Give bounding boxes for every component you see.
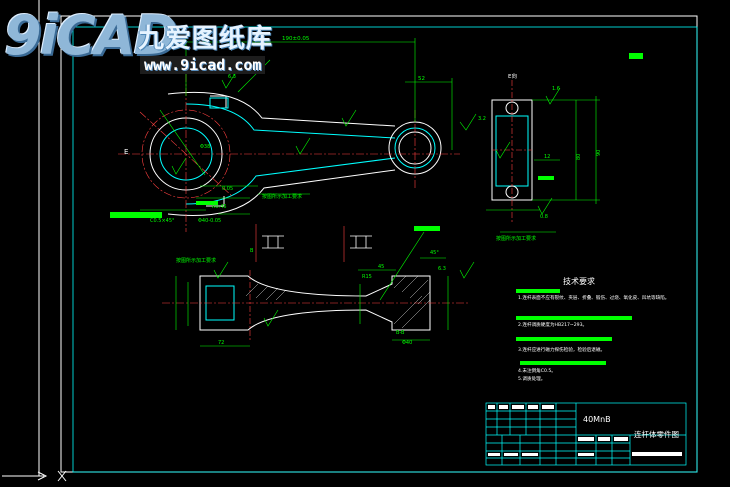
ra-value-b: 3.2 bbox=[478, 116, 486, 122]
dim-bore-dia: Φ38 bbox=[200, 144, 210, 150]
section-marks bbox=[255, 224, 372, 262]
tech-note-2: 2.连杆调质硬度为HB217~293。 bbox=[518, 323, 588, 328]
highlight-bar-2 bbox=[196, 201, 218, 205]
title-block-fills bbox=[488, 405, 682, 456]
highlight-bar-4 bbox=[538, 176, 554, 180]
dim-width-72: 72 bbox=[218, 340, 224, 346]
dim-tol: 0.05 bbox=[222, 186, 233, 192]
ucs-axis-icon bbox=[2, 470, 67, 482]
material-label: 40MnB bbox=[583, 415, 611, 424]
annotation-a: 按图所示加工要求 bbox=[262, 193, 302, 200]
dim-len-40: Φ40 bbox=[402, 340, 412, 346]
ra-value-a: 6.3 bbox=[228, 74, 236, 80]
side-view bbox=[491, 80, 533, 224]
tech-note-1: 1.连杆表面不应有裂纹、夹层、折叠、锻伤、过烧、氧化皮、凹坑等缺陷。 bbox=[518, 296, 670, 301]
label-offset-e: E bbox=[124, 148, 128, 156]
logo-url[interactable]: www.9icad.com bbox=[140, 56, 266, 74]
front-view-centerlines bbox=[118, 60, 460, 232]
dim-rib-r15: R15 bbox=[362, 274, 372, 280]
dim-section-bb: B-B bbox=[396, 330, 405, 336]
highlight-bar-5 bbox=[414, 226, 440, 231]
section-b-label: B bbox=[250, 248, 254, 254]
dim-angle: 45° bbox=[430, 250, 439, 256]
site-logo[interactable]: 9iCAD 九爱图纸库 www.9icad.com bbox=[4, 4, 304, 76]
dim-width-45: 45 bbox=[378, 264, 384, 270]
dim-hole-dia: Φ40-0.05 bbox=[198, 218, 221, 224]
tech-requirements-heading: 技术要求 bbox=[563, 277, 595, 286]
tech-note-3: 3.连杆应进行磁力探伤检验，检验后退磁。 bbox=[518, 348, 606, 353]
ra-value-e: 6.3 bbox=[438, 266, 446, 272]
bottom-view-hatch bbox=[245, 275, 431, 329]
annotation-b: 按图所示加工要求 bbox=[496, 235, 536, 242]
bottom-view-dimensions bbox=[175, 231, 475, 347]
tech-note-4: 4.未注倒角C0.5。 bbox=[518, 369, 556, 374]
dim-top-length: 190±0.05 bbox=[282, 36, 310, 42]
front-view-ra-marks bbox=[171, 71, 477, 175]
highlight-bar-1 bbox=[110, 212, 162, 218]
tech-highlights bbox=[516, 289, 632, 365]
label-view-e: E向 bbox=[508, 72, 517, 80]
dim-bore-width: 52 bbox=[418, 76, 425, 82]
dim-chamfer-b: R0.45 bbox=[212, 204, 227, 210]
drawing-frame bbox=[38, 0, 698, 476]
logo-mark: 9iCAD bbox=[4, 4, 178, 67]
dim-height-a: 80 bbox=[576, 154, 582, 160]
tech-note-5: 5.调质处理。 bbox=[518, 377, 546, 382]
drawing-title: 连杆体零件图 bbox=[634, 429, 679, 439]
highlight-bar-3 bbox=[629, 53, 643, 59]
bottom-view bbox=[162, 270, 470, 340]
ra-value-d: 0.8 bbox=[540, 214, 548, 220]
dim-height-b: 90 bbox=[596, 150, 602, 156]
title-block-grid bbox=[485, 402, 687, 466]
front-view-dimensions bbox=[140, 38, 453, 215]
annotation-c: 按图所示加工要求 bbox=[176, 257, 216, 264]
dim-depth: 12 bbox=[544, 154, 550, 160]
side-view-dimensions bbox=[486, 87, 600, 233]
ra-value-c: 1.6 bbox=[552, 86, 560, 92]
dim-chamfer-a: C0.5×45° bbox=[150, 218, 175, 224]
logo-site-name: 九爱图纸库 bbox=[138, 24, 274, 54]
